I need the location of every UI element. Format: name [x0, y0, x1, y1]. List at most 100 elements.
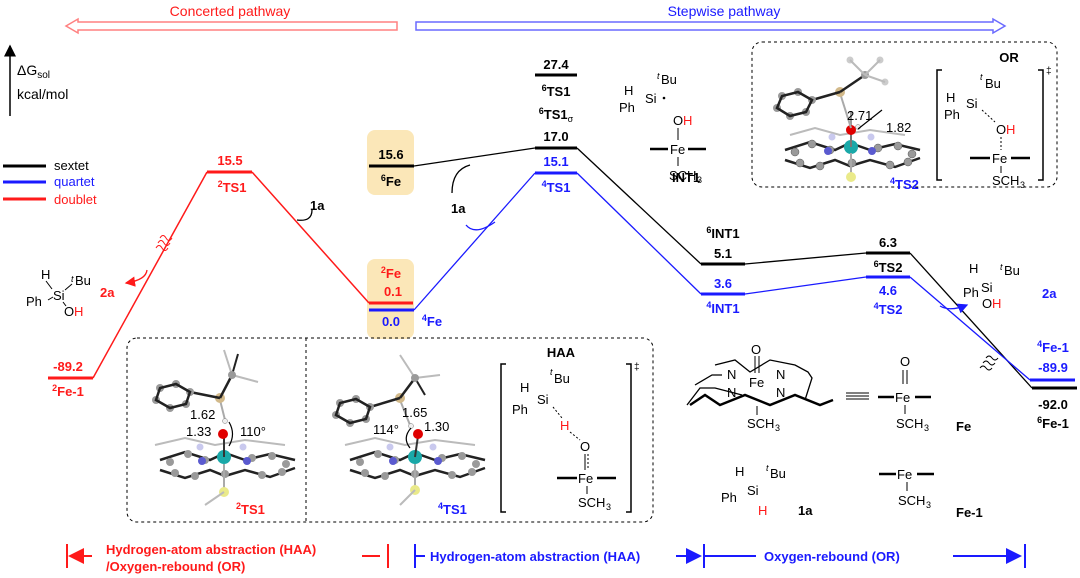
haa-inset-title: HAA: [547, 345, 576, 360]
label-4int1: 4INT1: [706, 300, 739, 316]
connector: [251, 171, 370, 304]
svg-text:Bu: Bu: [1004, 263, 1020, 278]
ts2-model-label: 4TS2: [890, 176, 919, 192]
svg-text:Fe: Fe: [578, 471, 593, 486]
svg-text:Fe: Fe: [992, 151, 1007, 166]
svg-text:H: H: [683, 113, 692, 128]
svg-text:t: t: [71, 274, 74, 284]
svg-text:N: N: [776, 385, 785, 400]
break-mark: [155, 235, 173, 251]
svg-text:SCH: SCH: [747, 416, 774, 431]
svg-text:N: N: [776, 367, 785, 382]
svg-text:H: H: [969, 261, 978, 276]
connector: [92, 171, 208, 379]
product-2a-label: 2a: [100, 285, 115, 300]
svg-text:Bu: Bu: [985, 76, 1001, 91]
svg-text:Bu: Bu: [661, 72, 677, 87]
svg-text:O: O: [996, 122, 1006, 137]
svg-text:Fe: Fe: [670, 142, 685, 157]
ts1-quartet-distance-si-h: 1.65: [402, 405, 427, 420]
svg-text:H: H: [735, 464, 744, 479]
svg-text:O: O: [982, 296, 992, 311]
value-2ts1: 15.5: [217, 153, 242, 168]
footer-stepwise-haa: Hydrogen-atom abstraction (HAA): [430, 549, 640, 564]
svg-text:Ph: Ph: [963, 285, 979, 300]
svg-text:O: O: [751, 342, 761, 357]
porphyrin-fe-structure: N N N N Fe O SCH 3: [686, 342, 834, 433]
ts2-distance-fe-o: 1.82: [886, 120, 911, 135]
value-4fe: 0.0: [382, 314, 400, 329]
svg-text:3: 3: [606, 502, 611, 512]
label-4ts2: 4TS2: [874, 301, 903, 317]
svg-text:O: O: [673, 113, 683, 128]
fe1-simplified-structure: Fe SCH 3: [879, 467, 934, 510]
svg-text:SCH: SCH: [992, 173, 1019, 188]
product-2a-label: 2a: [1042, 286, 1057, 301]
svg-text:SCH: SCH: [578, 495, 605, 510]
highlight-sextet-fe: [367, 130, 414, 195]
svg-text:Fe: Fe: [749, 375, 764, 390]
silane-1a-label: 1a: [798, 503, 813, 518]
label-2fe1: 2Fe-1: [52, 383, 84, 399]
label-4fe1: 4Fe-1: [1037, 339, 1069, 355]
svg-text:H: H: [520, 380, 529, 395]
svg-text:‡: ‡: [1046, 66, 1052, 77]
attack-1a-hook: [451, 164, 471, 194]
footer-concerted-bar: [66, 544, 389, 568]
svg-text:Si: Si: [53, 288, 65, 303]
int1-label: INT1: [672, 170, 700, 185]
label-4fe: 4Fe: [422, 313, 442, 329]
svg-text:Ph: Ph: [26, 294, 42, 309]
value-2fe: 0.1: [384, 284, 402, 299]
sextet-pathway: [369, 73, 1077, 390]
svg-text:H: H: [992, 296, 1001, 311]
svg-text:t: t: [550, 367, 553, 377]
svg-text:Bu: Bu: [75, 273, 91, 288]
svg-text:Si: Si: [981, 280, 993, 295]
or-inset-frame: [751, 41, 1058, 188]
attack-1a-hook: [296, 209, 313, 221]
highlight-reactant-fe: [367, 259, 414, 339]
connector: [909, 276, 1031, 381]
svg-text:3: 3: [697, 175, 702, 185]
svg-text:H: H: [560, 418, 569, 433]
legend-label-doublet: doublet: [54, 192, 97, 207]
reagent-1a-label: 1a: [310, 198, 325, 213]
svg-text:H: H: [946, 90, 955, 105]
svg-text:Ph: Ph: [512, 402, 528, 417]
ts1-quartet-distance-h-o: 1.30: [424, 419, 449, 434]
svg-text:H: H: [624, 83, 633, 98]
svg-text:H: H: [758, 503, 767, 518]
connector: [413, 147, 536, 167]
equivalence-sign: [846, 392, 869, 400]
footer-stepwise-bar: [414, 544, 1026, 568]
svg-text:Fe: Fe: [895, 390, 910, 405]
fe-oxo-simplified-structure: O Fe SCH 3: [878, 354, 931, 433]
svg-text:O: O: [900, 354, 910, 369]
value-4fe1: -89.9: [1038, 360, 1068, 375]
value-4int1: 3.6: [714, 276, 732, 291]
concerted-pathway-label: Concerted pathway: [170, 3, 291, 19]
label-6fe: 6Fe: [381, 173, 401, 189]
svg-text:Fe: Fe: [897, 467, 912, 482]
svg-text:Ph: Ph: [619, 100, 635, 115]
ts1-doublet-3d-model: [152, 349, 296, 506]
ts1-doublet-distance-h-o: 1.33: [186, 424, 211, 439]
value-6ts1: 27.4: [543, 57, 569, 72]
label-2ts1: 2TS1: [218, 179, 247, 195]
silanol-structure-left: H t Bu Si Ph O H: [26, 267, 91, 319]
svg-text:3: 3: [926, 500, 931, 510]
label-6ts2: 6TS2: [874, 259, 903, 275]
svg-text:N: N: [727, 385, 736, 400]
svg-text:t: t: [1000, 262, 1003, 272]
svg-text:H: H: [41, 267, 50, 282]
stepwise-pathway-label: Stepwise pathway: [668, 3, 781, 19]
svg-text:3: 3: [775, 423, 780, 433]
ts1-quartet-3d-model: [332, 354, 486, 506]
ts1-quartet-angle: 114°: [373, 422, 399, 437]
connector: [413, 172, 536, 311]
svg-text:O: O: [64, 304, 74, 319]
stepwise-pathway-arrow: [415, 17, 1007, 35]
label-6fe1: 6Fe-1: [1037, 415, 1069, 431]
